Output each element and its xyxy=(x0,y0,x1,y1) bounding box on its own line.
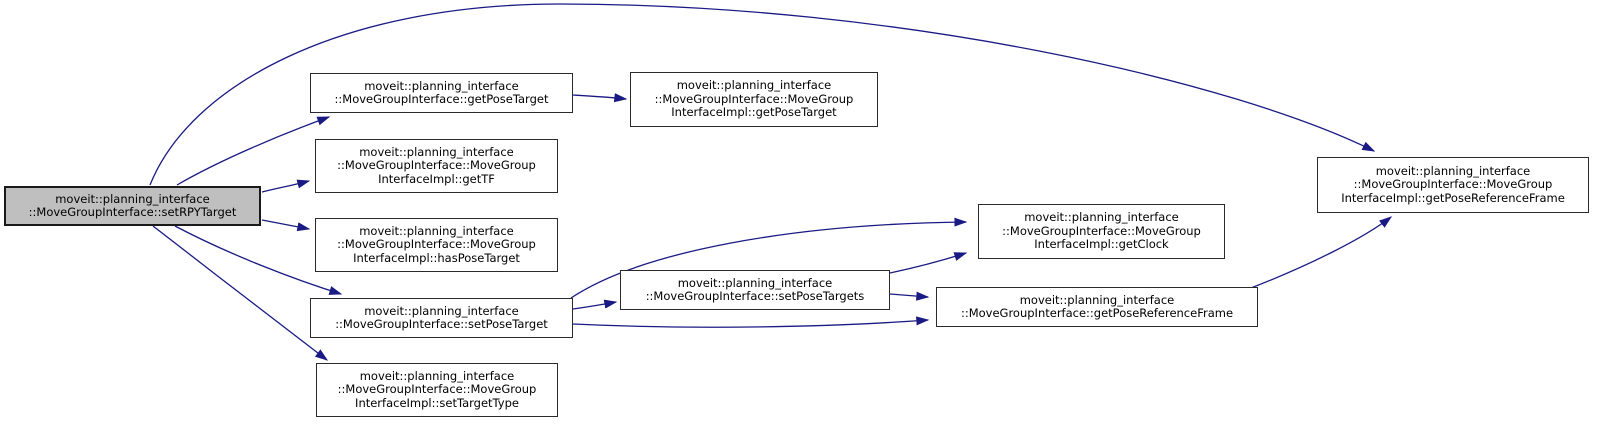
node-label-line: ::MoveGroupInterface::getPoseReferenceFr… xyxy=(960,306,1234,320)
node-label-line: InterfaceImpl::setTargetType xyxy=(355,395,519,410)
edge-setRPYTarget-to-getPoseTarget xyxy=(176,116,331,186)
node-label-line: ::MoveGroupInterface::setPoseTargets xyxy=(645,289,865,303)
node-label-line: moveit::planning_interface xyxy=(677,275,833,290)
node-label-line: ::MoveGroupInterface::MoveGroup xyxy=(654,91,854,106)
node-label-line: moveit::planning_interface xyxy=(364,303,519,318)
edge-setRPYTarget-to-hasPoseTarget xyxy=(261,219,311,232)
node-getPoseReferenceFrameImpl[interactable]: moveit::planning_interface ::MoveGroupIn… xyxy=(1317,157,1589,213)
node-label-line: InterfaceImpl::getClock xyxy=(1034,237,1169,252)
node-getClock[interactable]: moveit::planning_interface ::MoveGroupIn… xyxy=(978,204,1225,259)
node-label-line: InterfaceImpl::getPoseTarget xyxy=(671,105,837,120)
edge-setPoseTargets-to-getClock xyxy=(889,252,968,274)
node-setPoseTarget[interactable]: moveit::planning_interface ::MoveGroupIn… xyxy=(310,298,573,338)
node-label-line: ::MoveGroupInterface::getPoseTarget xyxy=(334,92,549,106)
node-label-line: ::MoveGroupInterface::MoveGroup xyxy=(337,158,536,173)
edge-getPoseReferenceFrame-to-getPoseReferenceFrameImpl xyxy=(1250,216,1393,289)
edge-setRPYTarget-to-getTF xyxy=(261,179,311,193)
node-label-line: InterfaceImpl::hasPoseTarget xyxy=(353,250,520,265)
node-label-line: ::MoveGroupInterface::MoveGroup xyxy=(1353,177,1553,192)
node-label-line: ::MoveGroupInterface::setPoseTarget xyxy=(335,317,548,331)
node-label-line: InterfaceImpl::getPoseReferenceFrame xyxy=(1341,190,1565,205)
node-label-line: moveit::planning_interface xyxy=(55,191,210,206)
node-label-line: moveit::planning_interface xyxy=(1019,292,1175,307)
node-getTF[interactable]: moveit::planning_interface ::MoveGroupIn… xyxy=(315,139,558,193)
node-getPoseTarget[interactable]: moveit::planning_interface ::MoveGroupIn… xyxy=(310,73,573,113)
node-getPoseReferenceFrame[interactable]: moveit::planning_interface ::MoveGroupIn… xyxy=(936,287,1258,327)
node-label-line: moveit::planning_interface xyxy=(359,223,514,238)
edge-setRPYTarget-to-setTargetType xyxy=(152,225,329,361)
node-label-line: ::MoveGroupInterface::MoveGroup xyxy=(337,237,536,252)
node-getPoseTargetImpl[interactable]: moveit::planning_interface ::MoveGroupIn… xyxy=(630,72,878,127)
edge-setPoseTargets-to-getPoseReferenceFrame xyxy=(889,291,930,301)
node-label-line: moveit::planning_interface xyxy=(359,144,514,159)
node-label-line: ::MoveGroupInterface::MoveGroup xyxy=(337,382,537,397)
node-hasPoseTarget[interactable]: moveit::planning_interface ::MoveGroupIn… xyxy=(315,218,558,272)
edge-getPoseTarget-to-getPoseTargetImpl xyxy=(572,93,628,103)
node-setRPYTarget: moveit::planning_interface ::MoveGroupIn… xyxy=(4,186,261,226)
node-setTargetType[interactable]: moveit::planning_interface ::MoveGroupIn… xyxy=(316,363,558,417)
node-setPoseTargets[interactable]: moveit::planning_interface ::MoveGroupIn… xyxy=(620,270,890,310)
node-label-line: ::MoveGroupInterface::setRPYTarget xyxy=(28,205,237,219)
node-label-line: ::MoveGroupInterface::MoveGroup xyxy=(1002,223,1201,238)
edge-setPoseTarget-to-getPoseReferenceFrame xyxy=(572,316,930,328)
node-label-line: moveit::planning_interface xyxy=(1375,163,1531,178)
node-label-line: moveit::planning_interface xyxy=(364,78,519,93)
edge-setPoseTarget-to-setPoseTargets xyxy=(572,299,618,310)
node-label-line: moveit::planning_interface xyxy=(676,78,832,93)
node-label-line: InterfaceImpl::getTF xyxy=(378,171,495,186)
node-label-line: moveit::planning_interface xyxy=(1024,210,1179,225)
node-label-line: moveit::planning_interface xyxy=(359,368,515,383)
